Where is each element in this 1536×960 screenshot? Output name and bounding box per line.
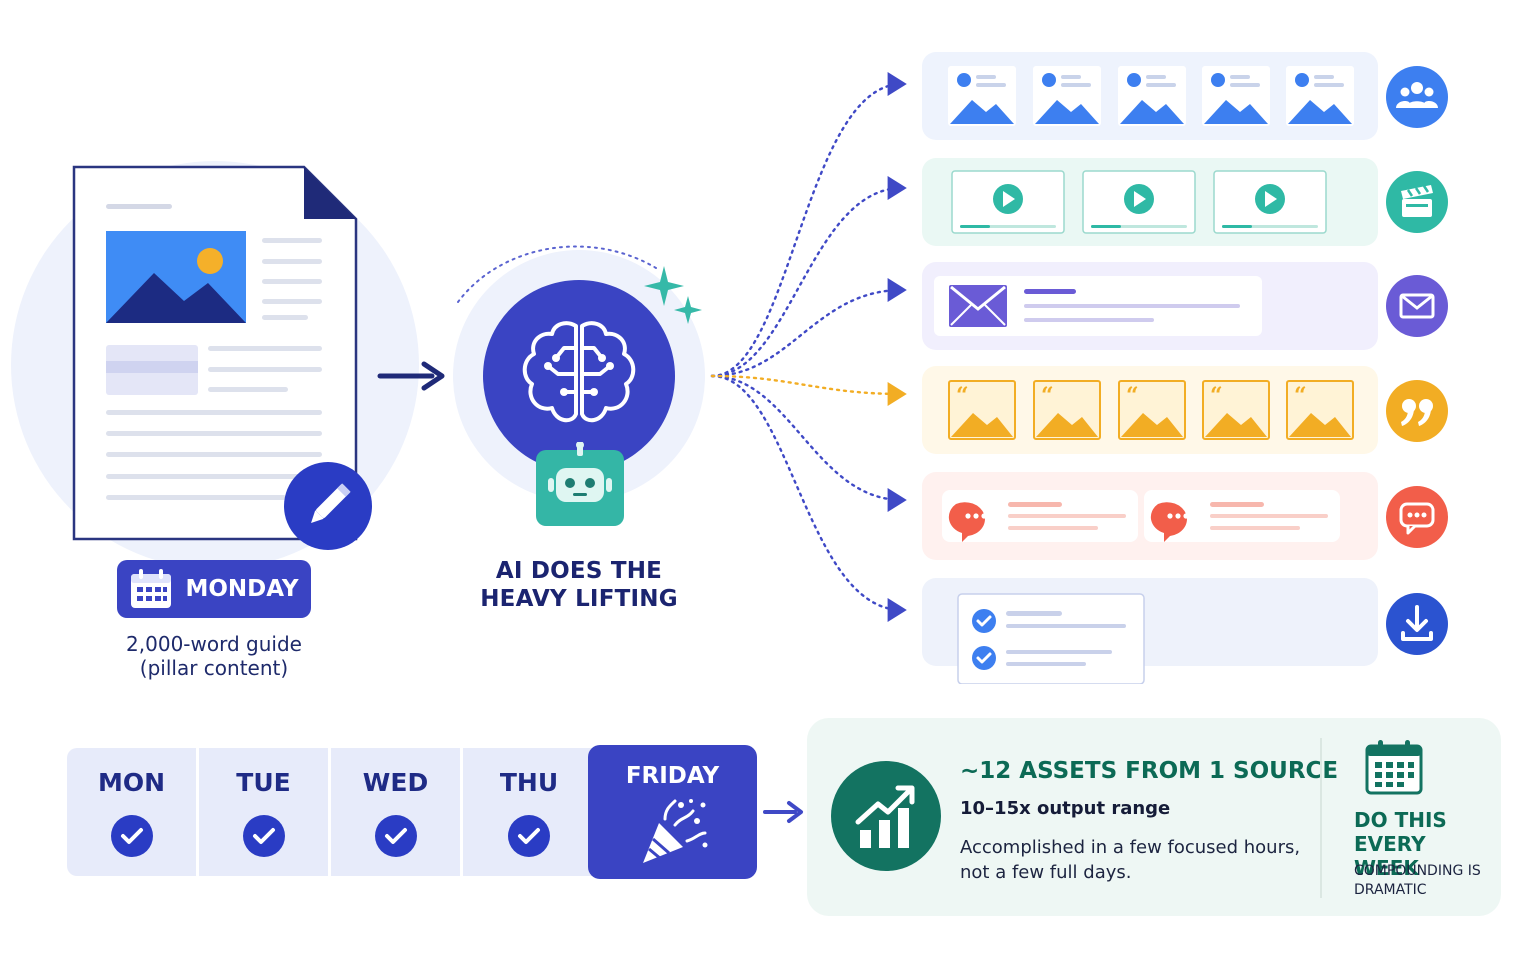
day-tue: TUE (199, 748, 331, 876)
day-mon: MON (67, 748, 199, 876)
check-circle-icon (242, 815, 285, 857)
output-row-checklist[interactable] (922, 578, 1378, 684)
source-section: MONDAY 2,000-word guide (pillar content) (0, 0, 419, 680)
output-row-quotes[interactable]: “ “ “ “ “ (922, 366, 1378, 454)
check-circle-icon (508, 815, 550, 857)
day-label: WED (362, 768, 429, 797)
chat-bubble-icon (1386, 486, 1448, 548)
pillar-content-description: 2,000-word guide (pillar content) (126, 632, 302, 680)
week-timeline: MON TUE WED THU (67, 748, 757, 876)
output-row-comments[interactable] (922, 472, 1378, 560)
calendar-icon (131, 569, 172, 608)
friday-label: FRIDAY (625, 763, 720, 789)
weekly-cadence-label: DO THIS EVERY WEEK (1354, 808, 1447, 880)
day-wed: WED (331, 748, 463, 876)
party-popper-icon (642, 799, 707, 863)
svg-text:“: “ (1041, 383, 1054, 409)
brain-icon (522, 321, 636, 423)
sparkle-icon (644, 266, 702, 324)
summary-divider (1320, 738, 1322, 898)
people-icon (1386, 66, 1448, 128)
day-label: THU (499, 768, 559, 797)
robot-icon (536, 442, 624, 526)
envelope-icon (1386, 275, 1448, 337)
svg-text:“: “ (1294, 383, 1307, 409)
growth-chart-icon (831, 761, 941, 871)
quote-icon (1386, 380, 1448, 442)
output-row-videos[interactable] (922, 158, 1378, 246)
document-icon (72, 165, 358, 541)
monday-label: MONDAY (185, 576, 299, 602)
svg-text:“: “ (1126, 383, 1139, 409)
day-label: MON (97, 768, 166, 797)
assets-count-title: ~12 ASSETS FROM 1 SOURCE (960, 758, 1339, 784)
output-row-social[interactable] (922, 52, 1378, 140)
ai-section: AI DOES THE HEAVY LIFTING (0, 0, 705, 612)
check-circle-icon (110, 815, 153, 857)
clapperboard-icon (1386, 171, 1448, 233)
output-row-email[interactable] (922, 262, 1378, 350)
time-note: Accomplished in a few focused hours, not… (960, 837, 1301, 883)
summary-panel: ~12 ASSETS FROM 1 SOURCE 10–15x output r… (807, 718, 1501, 916)
monday-badge: MONDAY (117, 560, 311, 618)
output-range: 10–15x output range (960, 798, 1171, 819)
ai-label: AI DOES THE HEAVY LIFTING (480, 558, 678, 612)
download-icon (1386, 593, 1448, 655)
pencil-icon (284, 462, 372, 550)
day-thu: THU (463, 748, 595, 876)
svg-text:“: “ (956, 383, 969, 409)
check-circle-icon (374, 815, 417, 857)
day-friday: FRIDAY (588, 745, 757, 879)
compounding-note: COMPOUNDING IS DRAMATIC (1354, 863, 1481, 898)
calendar-icon (1365, 740, 1423, 795)
svg-text:“: “ (1210, 383, 1223, 409)
output-channels: “ “ “ “ “ (0, 0, 1448, 684)
ai-hub (453, 245, 705, 502)
day-label: TUE (236, 768, 291, 797)
